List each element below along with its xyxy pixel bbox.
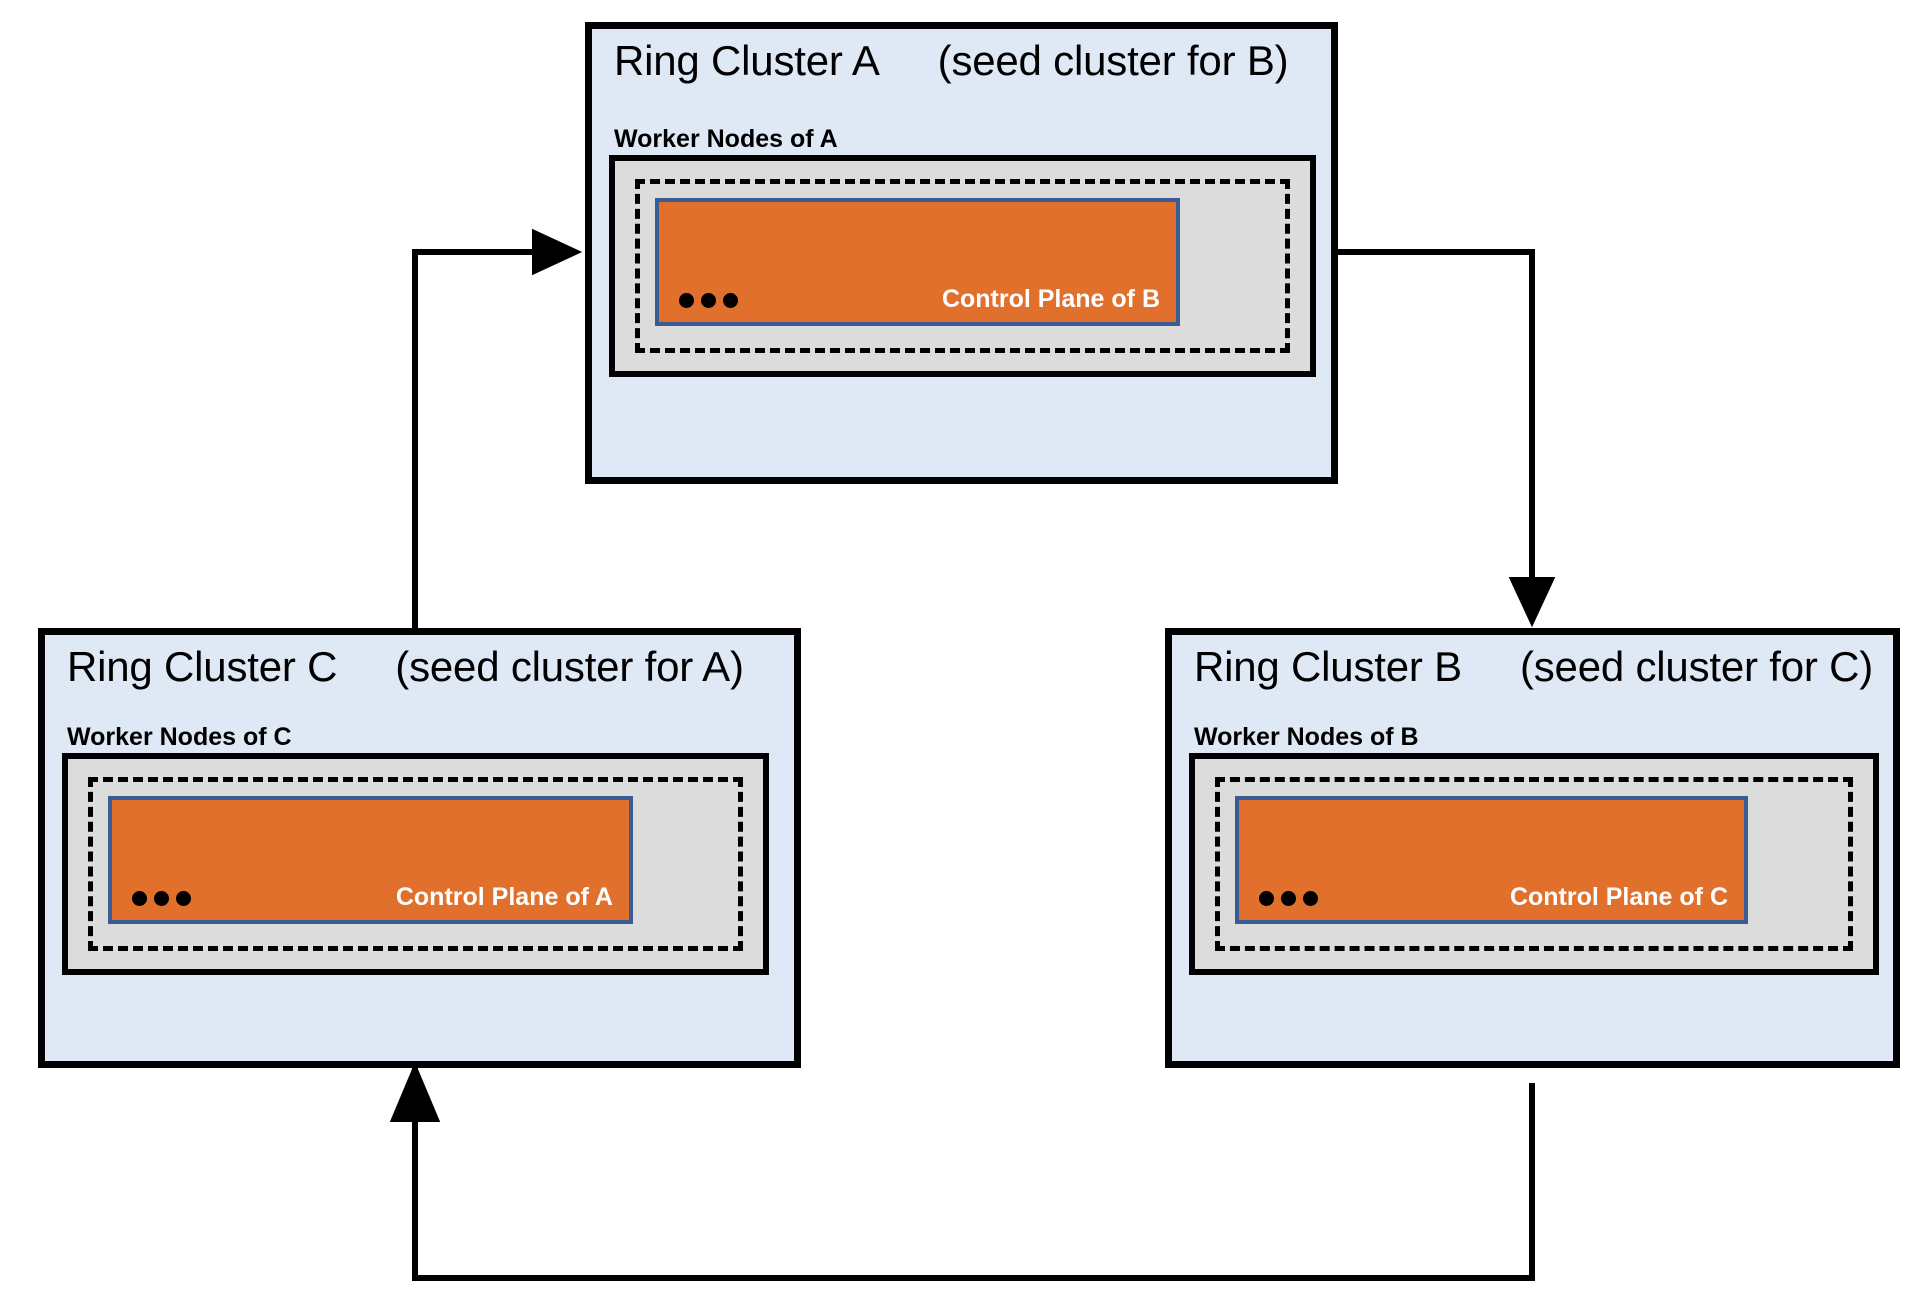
connector-c-to-a [412, 228, 583, 630]
cluster-a-name: Ring Cluster A [614, 37, 880, 84]
cluster-b-name: Ring Cluster B [1194, 643, 1462, 690]
cluster-b-worker-band: Control Plane of C [1189, 753, 1879, 975]
cluster-a-ellipsis-dots [679, 293, 738, 308]
connector-b-to-c [389, 1062, 1535, 1281]
cluster-a-dashed-boundary [635, 179, 1290, 353]
cluster-c-dashed-boundary [88, 777, 743, 951]
cluster-b-ellipsis-dots [1259, 891, 1318, 906]
cluster-a-worker-label: Worker Nodes of A [614, 125, 838, 153]
ring-cluster-c[interactable]: Ring Cluster C (seed cluster for A) Worke… [38, 628, 801, 1068]
cluster-b-dashed-boundary [1215, 777, 1853, 951]
ring-cluster-a[interactable]: Ring Cluster A (seed cluster for B) Worke… [585, 22, 1338, 484]
cluster-c-worker-label: Worker Nodes of C [67, 723, 292, 751]
ring-cluster-b[interactable]: Ring Cluster B (seed cluster for C) Worke… [1165, 628, 1900, 1068]
connector-a-to-b [1338, 249, 1556, 628]
cluster-a-title: Ring Cluster A (seed cluster for B) [614, 37, 1321, 85]
cluster-c-name: Ring Cluster C [67, 643, 338, 690]
cluster-c-control-plane-label: Control Plane of A [395, 883, 613, 911]
cluster-a-control-plane[interactable]: Control Plane of B [655, 198, 1180, 326]
cluster-c-ellipsis-dots [132, 891, 191, 906]
cluster-a-seed-note: (seed cluster for B) [937, 37, 1289, 84]
cluster-b-seed-note: (seed cluster for C) [1519, 643, 1874, 690]
cluster-c-worker-band: Control Plane of A [62, 753, 769, 975]
cluster-c-title: Ring Cluster C (seed cluster for A) [67, 643, 784, 691]
cluster-c-seed-note: (seed cluster for A) [395, 643, 744, 690]
cluster-b-title: Ring Cluster B (seed cluster for C) [1194, 643, 1883, 691]
cluster-a-control-plane-label: Control Plane of B [941, 285, 1160, 313]
cluster-c-control-plane[interactable]: Control Plane of A [108, 796, 633, 924]
cluster-b-control-plane-label: Control Plane of C [1509, 883, 1728, 911]
cluster-b-control-plane[interactable]: Control Plane of C [1235, 796, 1748, 924]
cluster-a-worker-band: Control Plane of B [609, 155, 1316, 377]
cluster-b-worker-label: Worker Nodes of B [1194, 723, 1419, 751]
